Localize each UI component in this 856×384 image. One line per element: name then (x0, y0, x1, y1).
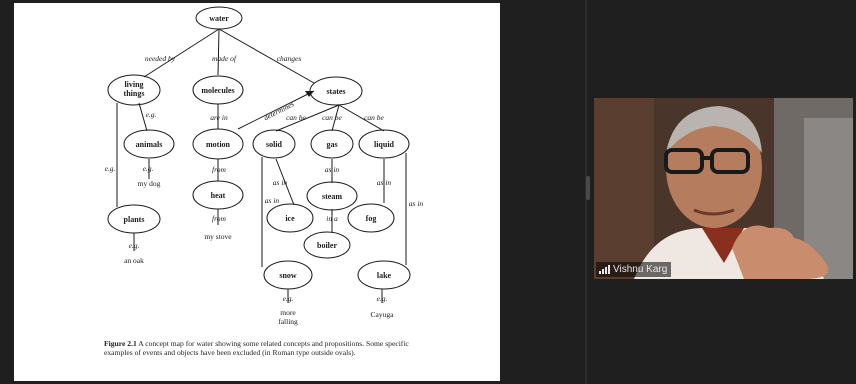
figure-label: Figure 2.1 (104, 339, 137, 348)
link-can-be-1: can be (286, 113, 306, 122)
example-falling: falling (278, 317, 298, 326)
node-liquid: liquid (374, 140, 395, 149)
link-in-a: in a (326, 214, 338, 223)
node-steam: steam (322, 192, 342, 201)
concept-map-diagram: water living things molecules states ani… (105, 6, 424, 326)
link-can-be-3: can be (364, 113, 384, 122)
link-from-heat: from (212, 165, 226, 174)
node-plants: plants (124, 215, 145, 224)
example-my-stove: my stove (204, 232, 232, 241)
link-as-in-solid-left: as in (265, 196, 280, 205)
node-boiler: boiler (317, 241, 337, 250)
link-eg-snow: e.g. (283, 294, 294, 303)
node-animals: animals (136, 140, 163, 149)
link-eg-mydog: e.g. (143, 164, 154, 173)
node-molecules: molecules (201, 86, 234, 95)
shared-screen: water living things molecules states ani… (14, 3, 500, 381)
example-more: more (280, 308, 296, 317)
node-water: water (209, 14, 229, 23)
node-living: living (124, 80, 143, 89)
node-snow: snow (279, 271, 297, 280)
link-made-of: made of (212, 54, 237, 63)
link-as-in-liquid: as in (377, 178, 392, 187)
node-heat: heat (211, 191, 226, 200)
example-my-dog: my dog (138, 179, 161, 188)
link-are-in: are in (210, 113, 228, 122)
participant-name: Vishnu Karg (613, 264, 668, 275)
example-cayuga: Cayuga (371, 310, 395, 319)
node-things: things (124, 89, 145, 98)
link-needed-by: needed by (145, 54, 176, 63)
link-from-stove: from (212, 214, 226, 223)
link-as-in-liquid-right: as in (409, 199, 424, 208)
figure-caption: Figure 2.1 A concept map for water showi… (104, 339, 434, 358)
figure-caption-text: A concept map for water showing some rel… (104, 339, 409, 358)
link-eg-animals: e.g. (146, 110, 157, 119)
link-can-be-2: can be (322, 113, 342, 122)
signal-strength-icon (599, 265, 610, 274)
resize-handle[interactable] (586, 176, 590, 200)
link-as-in-solid-right: as in (273, 178, 288, 187)
link-eg-lake: e.g. (377, 294, 388, 303)
participant-video-tile[interactable]: Vishnu Karg (594, 98, 853, 279)
node-states: states (326, 87, 345, 96)
participant-name-tag: Vishnu Karg (596, 262, 672, 277)
node-fog: fog (366, 214, 377, 223)
node-ice: ice (285, 214, 295, 223)
link-eg-oak: e.g. (129, 241, 140, 250)
node-lake: lake (377, 271, 392, 280)
node-solid: solid (266, 140, 283, 149)
link-as-in-gas: as in (325, 165, 340, 174)
link-changes: changes (277, 54, 302, 63)
link-eg-plants: e.g. (105, 164, 116, 173)
node-gas: gas (326, 140, 337, 149)
node-motion: motion (206, 140, 231, 149)
participant-video-feed (594, 98, 853, 279)
example-an-oak: an oak (124, 256, 144, 265)
